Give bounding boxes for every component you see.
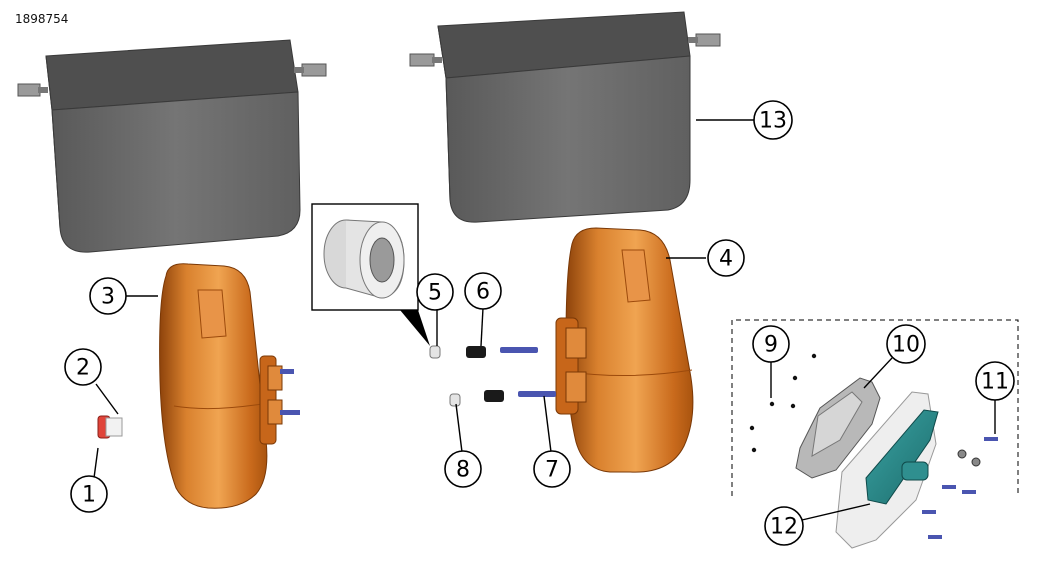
spacer-8 [449,393,461,407]
callouts: 1 2 3 4 5 6 7 8 [64,100,1015,546]
bolt-7 [518,391,556,397]
callout-13: 13 [753,100,793,140]
screws-11 [922,437,998,539]
bracket-10 [795,377,881,479]
detail-inset [311,203,430,346]
callout-2-label: 2 [76,356,90,381]
bushing-lower [484,390,504,402]
callout-4: 4 [707,239,745,277]
spacer-5 [429,345,441,359]
callout-12: 12 [764,506,804,546]
callout-7-label: 7 [545,458,559,483]
right-liner [409,11,721,223]
callout-9-label: 9 [764,333,778,358]
callout-4-label: 4 [719,247,733,272]
spacer-detail-image [323,219,405,299]
callout-11: 11 [975,361,1015,401]
right-liner-buckle-left [409,53,442,67]
right-case-hinge-block [555,317,587,415]
callout-5-label: 5 [428,281,442,306]
bolt-upper [500,347,538,353]
callout-10-label: 10 [892,333,920,358]
callout-1-label: 1 [82,483,96,508]
small-nuts-9 [749,353,817,453]
right-liner-buckle-right [688,33,721,47]
right-case [555,227,694,473]
callout-10: 10 [886,324,926,364]
callout-1: 1 [70,475,108,513]
callout-12-label: 12 [770,515,798,540]
callout-13-label: 13 [759,109,787,134]
reflector-part [97,415,123,439]
callout-6: 6 [464,272,502,310]
callout-8-label: 8 [456,458,470,483]
left-liner [17,39,327,253]
diagram-id: 1898754 [15,12,69,26]
callout-11-label: 11 [981,370,1009,395]
callout-9: 9 [752,325,790,363]
mounting-kit-box [731,319,1019,549]
callout-8: 8 [444,450,482,488]
left-case [159,263,300,509]
callout-3: 3 [89,277,127,315]
callout-leaders [93,119,996,521]
callout-5: 5 [416,273,454,311]
bushing-6 [466,346,486,358]
left-case-bolts [280,369,300,415]
callout-6-label: 6 [476,280,490,305]
callout-2: 2 [64,348,102,386]
callout-7: 7 [533,450,571,488]
adapter-plate-12 [865,409,939,505]
left-liner-buckle-right [294,63,327,77]
callout-3-label: 3 [101,285,115,310]
left-case-hinge-block [259,355,283,445]
left-liner-buckle-left [17,83,48,97]
